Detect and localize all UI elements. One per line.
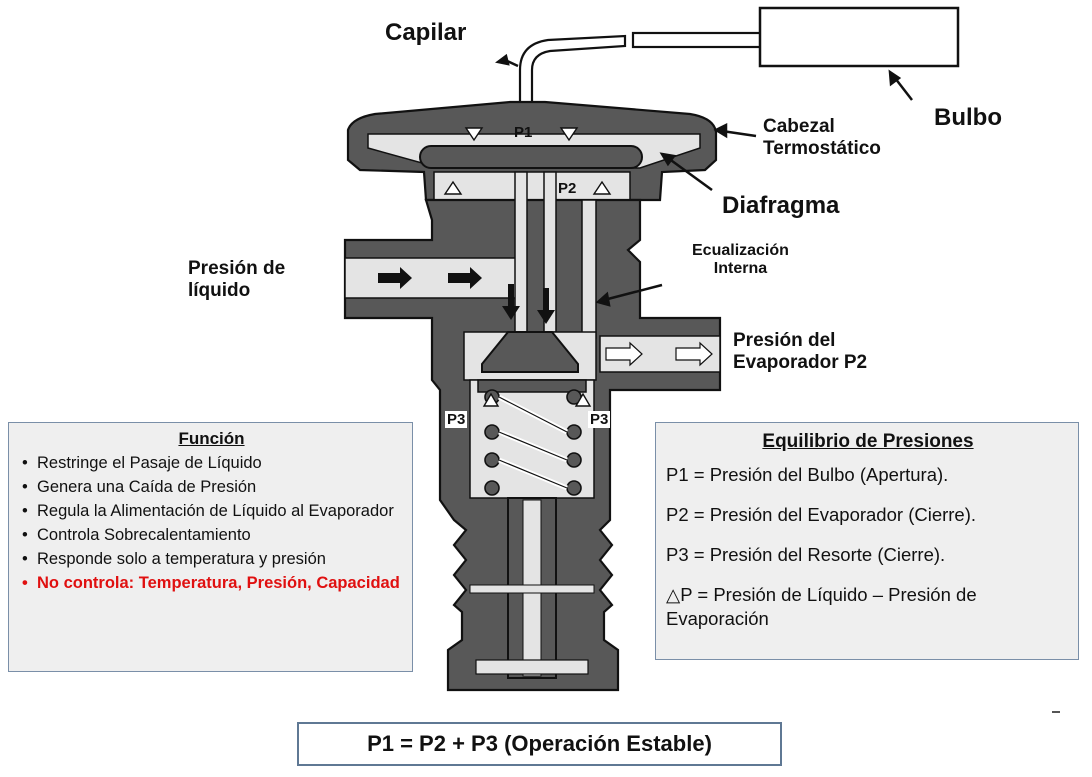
label-presion-evaporador-line1: Presión del xyxy=(733,330,836,351)
function-item: Genera una Caída de Presión xyxy=(19,477,404,498)
equilibrium-item-delta-p: △P = Presión de Líquido – Presión de Eva… xyxy=(666,584,977,629)
liquid-inlet xyxy=(344,257,524,299)
spring xyxy=(484,389,582,496)
equilibrium-item-p3: P3 = Presión del Resorte (Cierre). xyxy=(666,544,946,565)
function-list: Restringe el Pasaje de Líquido Genera un… xyxy=(19,453,404,594)
bulb-tube xyxy=(631,31,765,49)
pointer-arrows xyxy=(495,53,913,307)
label-cabezal-line2: Termostático xyxy=(763,137,881,159)
equilibrium-box-title: Equilibrio de Presiones xyxy=(762,431,974,452)
pressure-triangles xyxy=(443,127,612,407)
liquid-flow-arrows xyxy=(378,267,555,324)
equalizer-passage xyxy=(581,199,597,339)
label-diafragma: Diafragma xyxy=(722,192,840,219)
label-presion-liquido-line1: Presión de xyxy=(188,258,286,279)
bulb xyxy=(758,6,960,68)
valve-pin xyxy=(481,331,579,373)
label-capilar: Capilar xyxy=(385,19,467,46)
equilibrium-item-p2: P2 = Presión del Evaporador (Cierre). xyxy=(666,504,977,525)
label-cabezal-line1: Cabezal xyxy=(763,116,835,137)
function-item: Controla Sobrecalentamiento xyxy=(19,525,404,546)
equilibrium-item-p1: P1 = Presión del Bulbo (Apertura). xyxy=(666,464,949,485)
label-p2: P2 xyxy=(558,180,577,197)
label-presion-evaporador-line2: Evaporador P2 xyxy=(733,351,868,373)
function-item: Restringe el Pasaje de Líquido xyxy=(19,453,404,474)
function-box-title: Función xyxy=(178,429,245,448)
capillary-tube xyxy=(518,34,627,114)
bottom-seal xyxy=(475,659,589,675)
spring-plate xyxy=(477,379,587,393)
function-item: Responde solo a temperatura y presión xyxy=(19,549,404,570)
equilibrium-box: Equilibrio de Presiones P1 = Presión del… xyxy=(655,422,1079,660)
label-cabezal: Cabezal Termostático xyxy=(763,116,881,160)
function-item: Regula la Alimentación de Líquido al Eva… xyxy=(19,501,404,522)
label-presion-liquido-line2: líquido xyxy=(188,279,251,301)
label-ecualizacion-line2: Interna xyxy=(713,260,768,278)
label-bulbo: Bulbo xyxy=(934,104,1002,131)
formula-box: P1 = P2 + P3 (Operación Estable) xyxy=(297,722,782,766)
function-box: Función Restringe el Pasaje de Líquido G… xyxy=(8,422,413,672)
label-ecualizacion-line1: Ecualización xyxy=(692,242,789,259)
label-p3-left: P3 xyxy=(445,411,468,429)
label-p3-right: P3 xyxy=(588,411,611,429)
label-presion-liquido: Presión de líquido xyxy=(188,258,285,302)
label-p1: P1 xyxy=(514,124,533,141)
function-warning: No controla: Temperatura, Presión, Capac… xyxy=(19,573,404,594)
bottom-cap-inner xyxy=(469,584,595,594)
label-ecualizacion: Ecualización Interna xyxy=(692,242,789,279)
diaphragm xyxy=(419,145,643,169)
evaporator-flow-arrows xyxy=(605,341,713,367)
label-presion-evaporador: Presión del Evaporador P2 xyxy=(733,330,867,374)
edge-mark xyxy=(1052,711,1060,713)
